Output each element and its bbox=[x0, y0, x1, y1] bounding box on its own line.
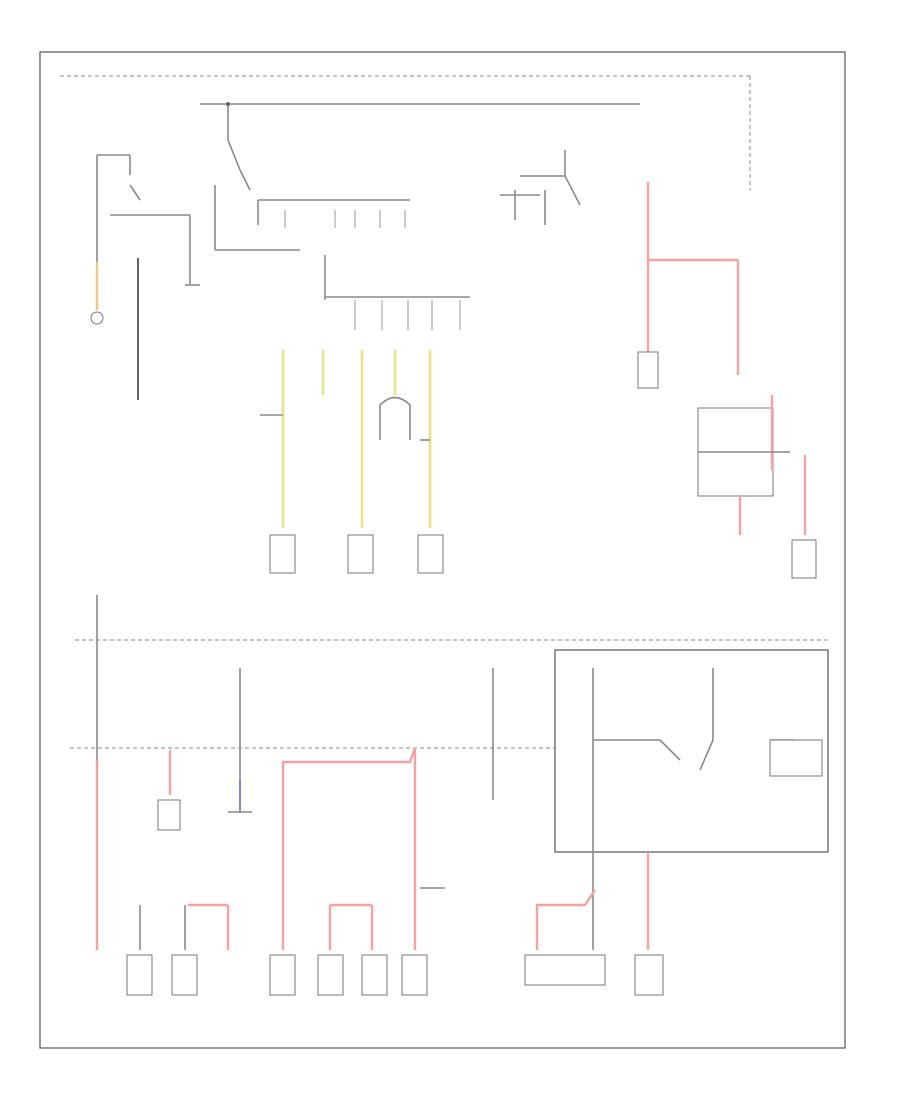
connector-block bbox=[157, 799, 181, 831]
right-lower-relay bbox=[535, 668, 823, 950]
connector-block bbox=[401, 954, 428, 996]
fuse-block-lower bbox=[325, 296, 470, 330]
connector-block bbox=[269, 534, 296, 574]
connector-block bbox=[317, 954, 344, 996]
right-top-switch bbox=[500, 150, 581, 225]
left-lamp-circuit bbox=[90, 154, 200, 400]
connector-block bbox=[171, 954, 198, 996]
connector-block bbox=[791, 539, 817, 579]
connector-block bbox=[347, 534, 374, 574]
ignition-switch bbox=[214, 102, 300, 251]
fuse-block-upper bbox=[257, 199, 410, 300]
fuel-pump-box bbox=[769, 739, 823, 777]
connector-block bbox=[126, 954, 153, 996]
right-pink-circuit bbox=[637, 182, 817, 579]
connector-block bbox=[417, 534, 444, 574]
diagram-frame bbox=[39, 51, 846, 1049]
lamp-icon bbox=[90, 311, 104, 325]
connector-block bbox=[361, 954, 388, 996]
middle-yellow-wires bbox=[260, 350, 432, 528]
lower-left-feed bbox=[95, 595, 252, 950]
bottom-connector-row bbox=[126, 954, 664, 996]
fuse-box-outline bbox=[554, 649, 829, 853]
lower-pink-branches bbox=[139, 668, 494, 950]
connector-block bbox=[634, 954, 664, 996]
connector-block bbox=[269, 954, 296, 996]
connector-block bbox=[524, 954, 606, 986]
relay-box bbox=[637, 351, 659, 389]
